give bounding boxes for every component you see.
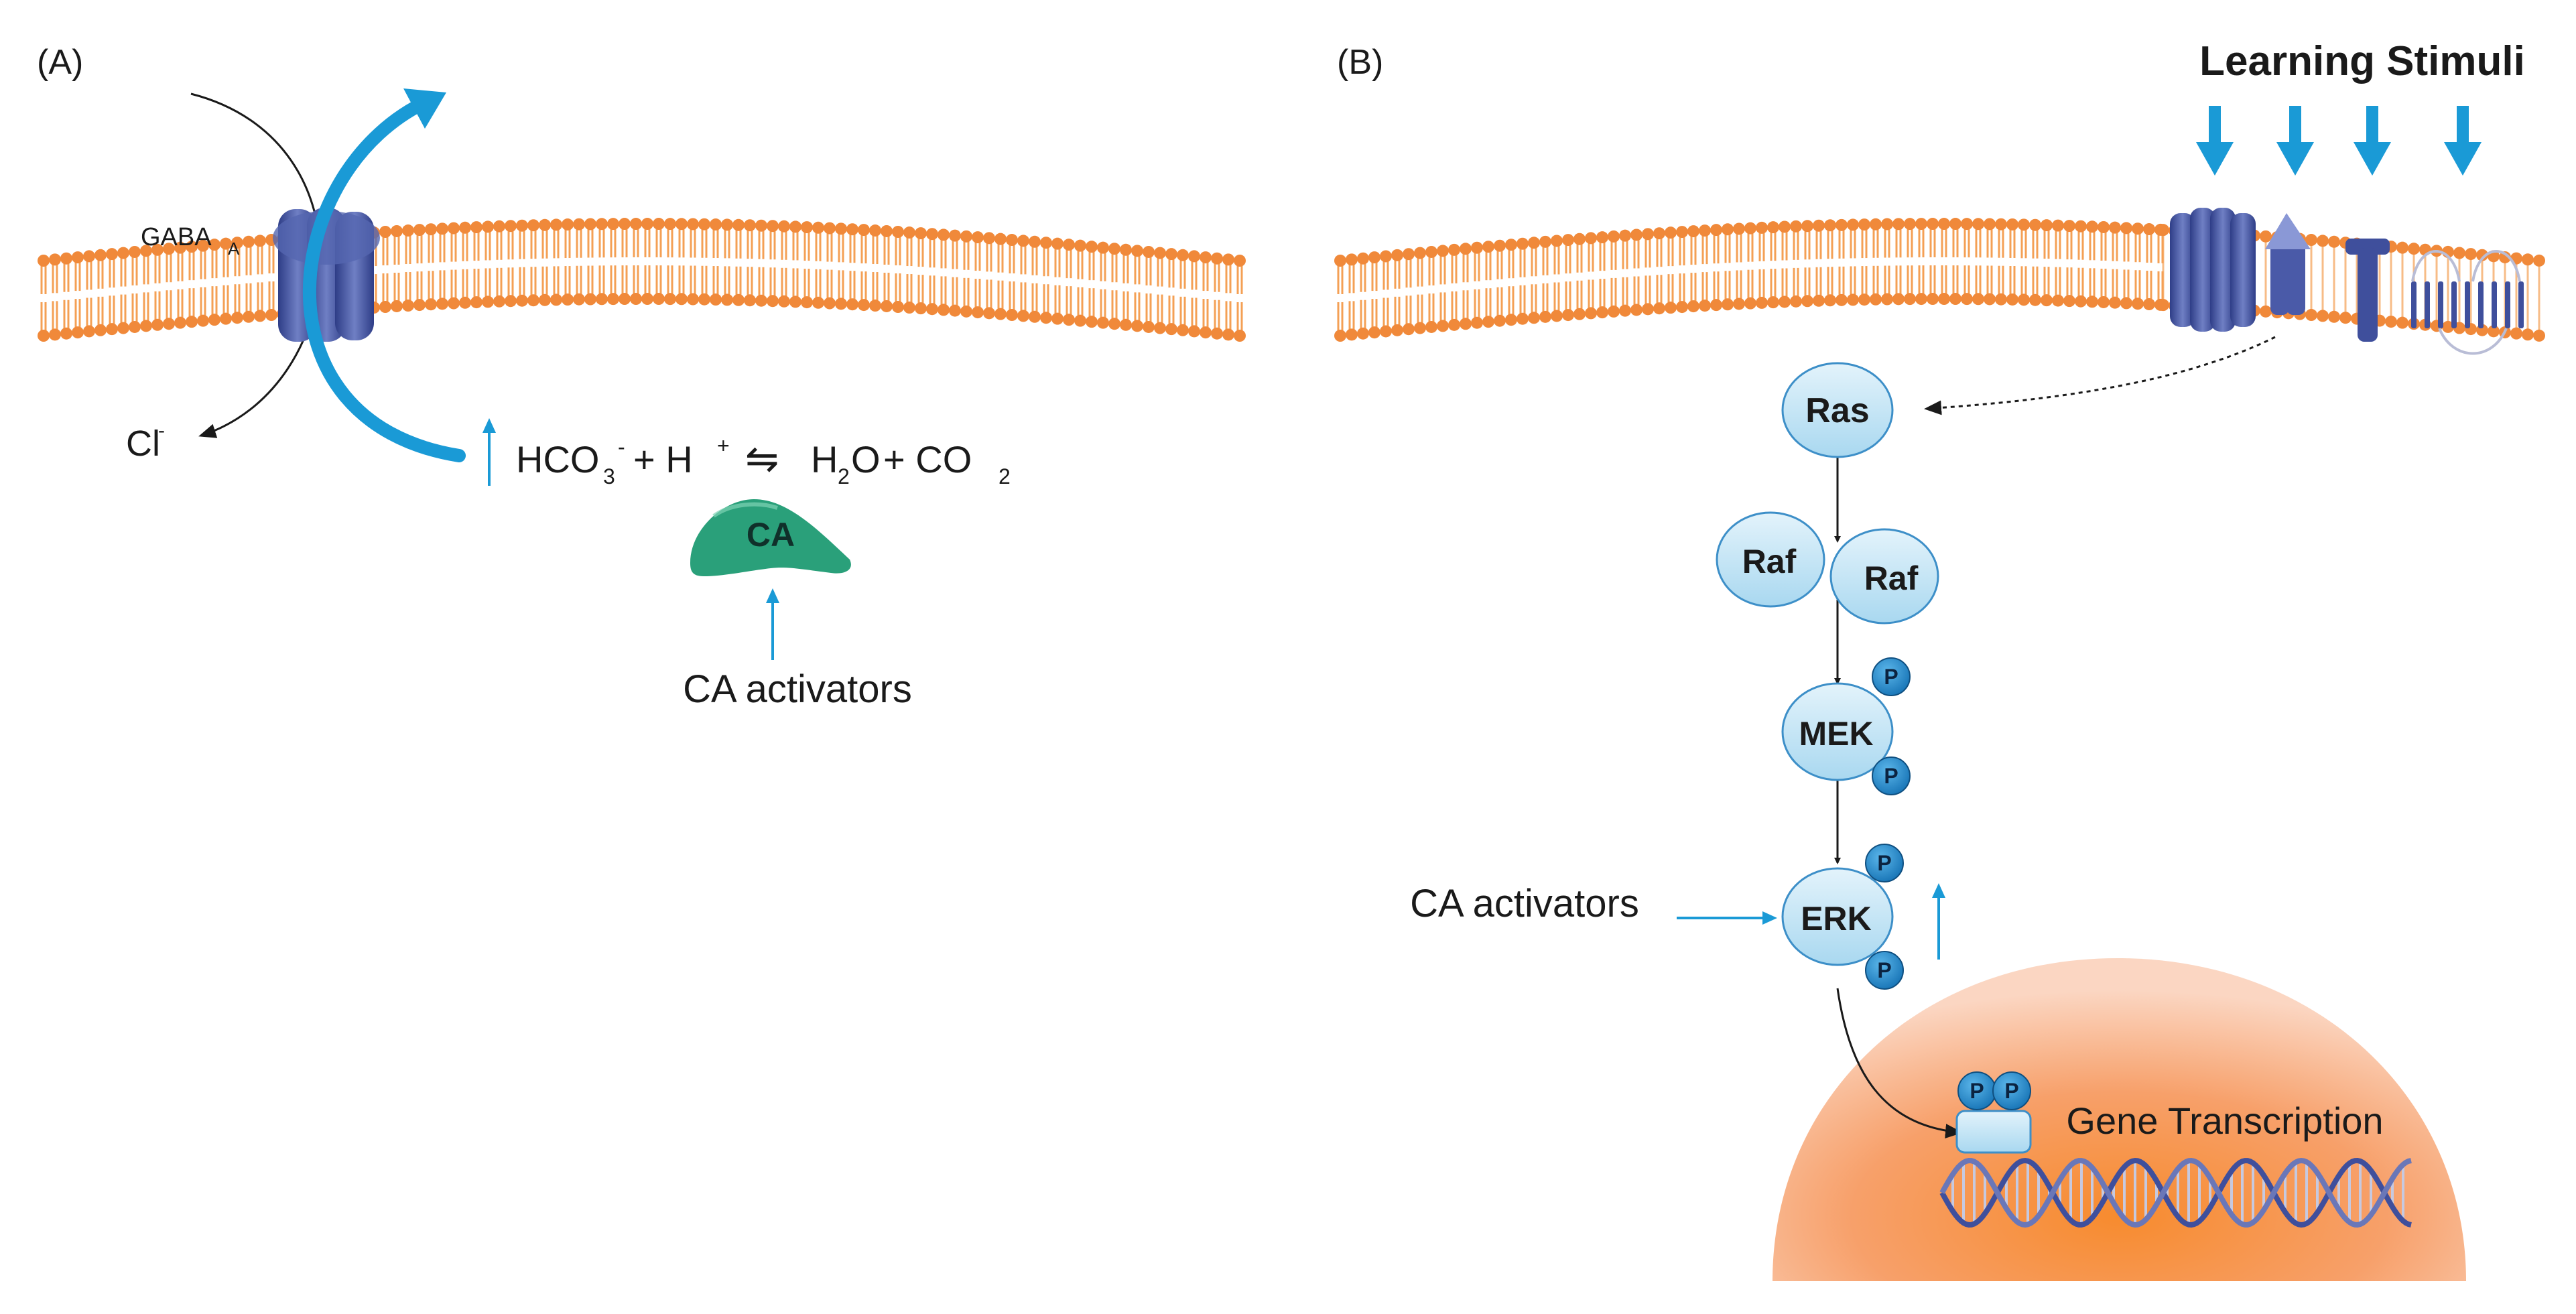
carbonic-anhydrase-icon [690,499,851,576]
ras-protein: Ras [1781,362,1894,458]
dna-strand [1939,1157,2412,1228]
learning-stimuli-label: Learning Stimuli [2199,38,2525,84]
receptor-name: GABA [141,223,212,251]
dna-strand [1939,1157,2412,1228]
erk-protein: ERK [1781,867,1894,966]
stimulus-arrow-head [2196,142,2234,176]
gpcr-helix [2492,281,2497,328]
eq-h2o-sub: 2 [838,464,850,488]
stimulus-arrow-shaft [2289,106,2301,145]
erk-label: ERK [1801,900,1872,937]
gpcr-loops [2438,328,2508,355]
enzyme-label: CA [747,516,795,553]
gpcr-receptor-icon [2411,250,2524,355]
stimulus-arrow-head [2354,142,2391,176]
phospho-mek-bottom: P [1872,757,1911,795]
phospho-label: P [1877,958,1891,982]
phospho-label: P [1970,1079,1984,1103]
eq-plus-co: + CO [883,438,972,480]
phospho-tf-right: P [1992,1071,2031,1110]
gpcr-helix [2438,281,2443,328]
eq-equilibrium-arrow: ⇋ [745,436,779,481]
transcription-factor-icon [1955,1110,2032,1154]
bicarbonate-efflux-arrowhead [403,88,446,129]
stimulus-arrows [2196,106,2482,176]
gpcr-helix [2505,281,2510,328]
gpcr-helix [2465,281,2470,328]
signal-dashed-arrow [1924,336,2276,415]
raf-left-label: Raf [1742,543,1797,580]
phospho-erk-bottom: P [1865,951,1904,990]
receptor-label: GABA A [141,223,240,259]
eq-hco3: HCO [516,438,599,480]
gpcr-helix [2451,281,2457,328]
eq-h2o-h: H [811,438,838,480]
gpcr-helix [2478,281,2484,328]
raf-protein-right: Raf [1829,528,1939,625]
gpcr-helix [2518,281,2524,328]
stimulus-arrow-shaft [2209,106,2221,145]
dna-helix-icon [1939,1157,2412,1228]
chloride-label: Cl - [126,419,165,464]
eq-hco3-sub: 3 [603,464,615,488]
panel-b-label: (B) [1337,43,1383,82]
stimulus-arrow-shaft [2366,106,2378,145]
receptor-t-icon [2345,239,2390,342]
gpcr-helix [2425,281,2430,328]
receptor-cluster-icon [2170,208,2256,332]
eq-co2-sub: 2 [999,464,1011,488]
stimulus-arrow-head [2444,142,2482,176]
ca-activators-label-b: CA activators [1410,882,1639,925]
erk-to-nucleus-arrow [1836,988,1963,1139]
ca-activators-label-a: CA activators [683,667,912,711]
bicarbonate-efflux-arrow [303,94,466,462]
phospho-label: P [1877,851,1891,875]
phospho-label: P [1884,665,1898,689]
mek-protein: MEK [1781,682,1894,781]
chloride-base: Cl [126,423,160,464]
eq-plus-h: + H [633,438,693,480]
stimulus-arrow-shaft [2457,106,2469,145]
phospho-mek-top: P [1872,657,1911,696]
membrane-a [38,218,1246,342]
gpcr-loops [2411,250,2521,282]
receptor-arrow-icon [2265,213,2311,315]
phospho-label: P [1884,764,1898,788]
gene-transcription-label: Gene Transcription [2066,1100,2383,1142]
eq-hco3-sup: - [618,435,625,459]
phospho-tf-left: P [1957,1071,1996,1110]
phospho-erk-top: P [1865,844,1904,882]
mek-label: MEK [1799,715,1873,752]
gpcr-helix [2411,281,2417,328]
carbonic-equation: HCO 3 - + H + ⇋ H 2 O + CO 2 [516,434,1011,488]
raf-right-label: Raf [1864,560,1919,597]
raf-protein-left: Raf [1716,511,1825,608]
phospho-label: P [2004,1079,2018,1103]
panel-a-label: (A) [37,43,83,82]
ras-label: Ras [1805,391,1869,430]
chloride-superscript: - [158,419,165,442]
eq-h-sup: + [717,434,730,458]
receptor-subscript: A [228,239,240,259]
stimulus-arrow-head [2276,142,2314,176]
eq-h2o-o: O [851,438,881,480]
